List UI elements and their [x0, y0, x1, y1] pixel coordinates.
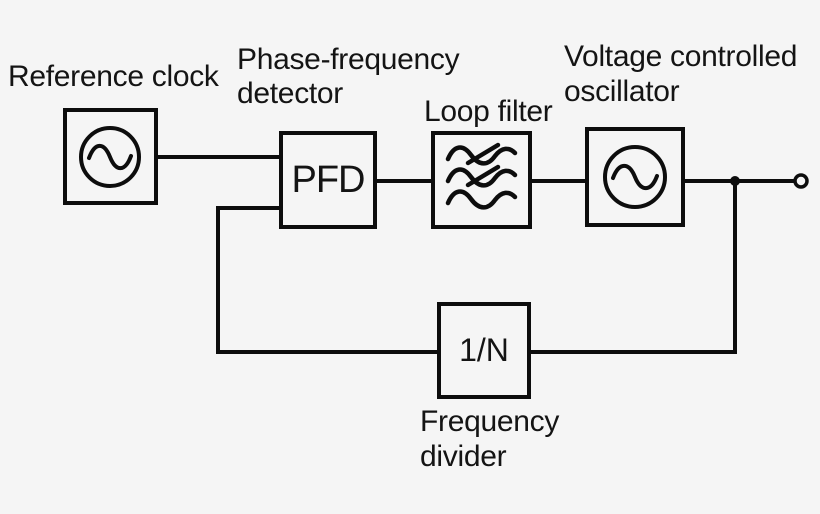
label-reference-clock: Reference clock — [8, 60, 219, 93]
junction-dot — [730, 176, 740, 186]
label-vco: Voltage controlled oscillator — [564, 40, 798, 108]
vco-box — [585, 127, 685, 227]
filter-waves-icon — [445, 142, 518, 210]
pfd-box — [279, 131, 377, 229]
reference-clock-box — [63, 108, 158, 205]
filter-strike-icon — [465, 164, 501, 188]
filter-strike-icon — [465, 142, 501, 166]
loop-filter-box — [431, 131, 532, 229]
wire-feedback-right — [529, 181, 737, 354]
frequency-divider-box — [437, 302, 531, 399]
divider-box-label: 1/N — [459, 332, 509, 368]
pfd-box-label: PFD — [291, 158, 366, 201]
sine-oscillator-icon — [603, 145, 667, 209]
sine-oscillator-icon — [79, 126, 141, 188]
label-frequency-divider: Frequency divider — [420, 405, 560, 473]
output-terminal-icon — [793, 173, 809, 189]
label-loop-filter: Loop filter — [424, 95, 553, 128]
wire-feedback-left — [216, 206, 439, 354]
label-phase-frequency-detector: Phase-frequency detector — [237, 43, 460, 110]
